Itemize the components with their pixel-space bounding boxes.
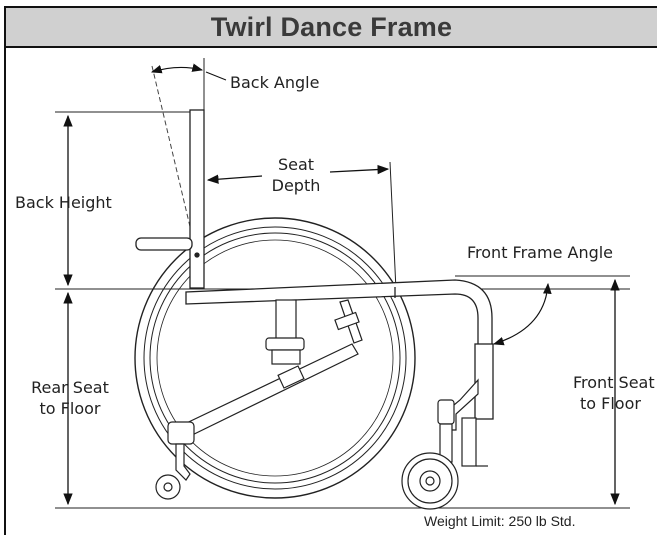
front-frame-angle-arc — [492, 282, 552, 346]
page-title: Twirl Dance Frame — [210, 11, 453, 42]
seat-frame — [185, 279, 494, 420]
seat-depth-right-arrow — [329, 164, 390, 175]
back-angle-leader — [205, 71, 227, 81]
back-height-label: Back Height — [15, 193, 112, 212]
rear-caster — [155, 421, 195, 500]
diagram-frame — [4, 6, 657, 535]
rear-seat-label-line2: to Floor — [40, 399, 101, 418]
diagonal-frame — [175, 299, 363, 441]
title-bar: Twirl Dance Frame — [6, 8, 657, 48]
axle-mount — [265, 299, 305, 365]
back-angle-arc — [150, 63, 204, 74]
front-seat-label-line1: Front Seat — [573, 373, 655, 392]
seat-depth-label-line1: Seat — [278, 155, 314, 174]
back-post — [135, 109, 205, 289]
rear-wheel — [134, 217, 416, 499]
rear-seat-label-line1: Rear Seat — [31, 378, 109, 397]
front-caster — [401, 378, 488, 510]
seat-depth-right-ref — [389, 161, 397, 291]
back-angle-label: Back Angle — [230, 73, 319, 92]
seat-depth-label-line2: Depth — [272, 176, 321, 195]
front-frame-angle-label: Front Frame Angle — [467, 243, 613, 262]
front-seat-label-line2: to Floor — [580, 394, 641, 413]
seat-depth-left-arrow — [206, 174, 263, 184]
weight-limit-text: Weight Limit: 250 lb Std. — [424, 513, 575, 529]
